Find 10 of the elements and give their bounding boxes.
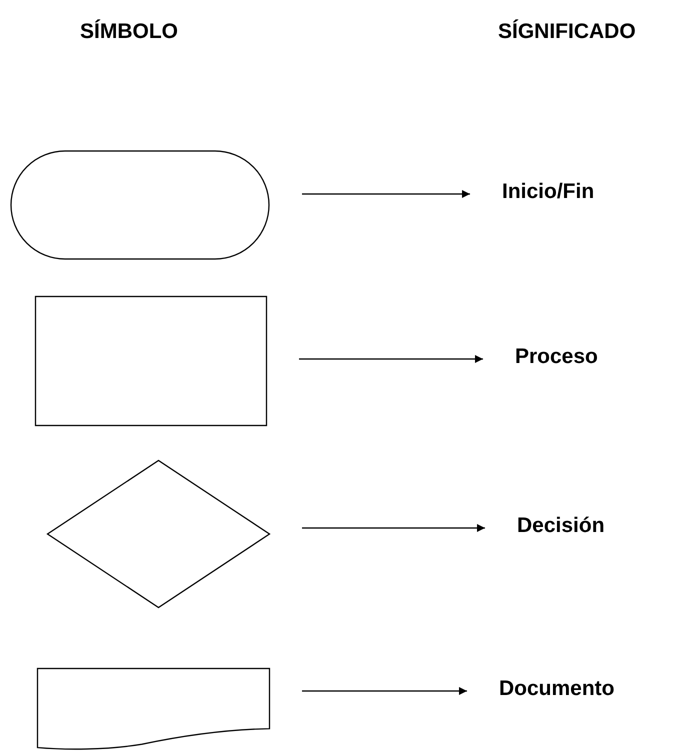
- meaning-label: Proceso: [515, 345, 599, 369]
- meaning-label: Decisión: [517, 514, 606, 538]
- column-heading: SÍGNIFICADO: [498, 20, 636, 44]
- arrow: [302, 524, 485, 532]
- arrow: [302, 190, 470, 198]
- arrow: [302, 687, 467, 695]
- column-heading: SÍMBOLO: [80, 20, 178, 44]
- meaning-label: Inicio/Fin: [502, 180, 596, 204]
- meaning-label: Documento: [499, 677, 616, 701]
- arrow: [299, 355, 483, 363]
